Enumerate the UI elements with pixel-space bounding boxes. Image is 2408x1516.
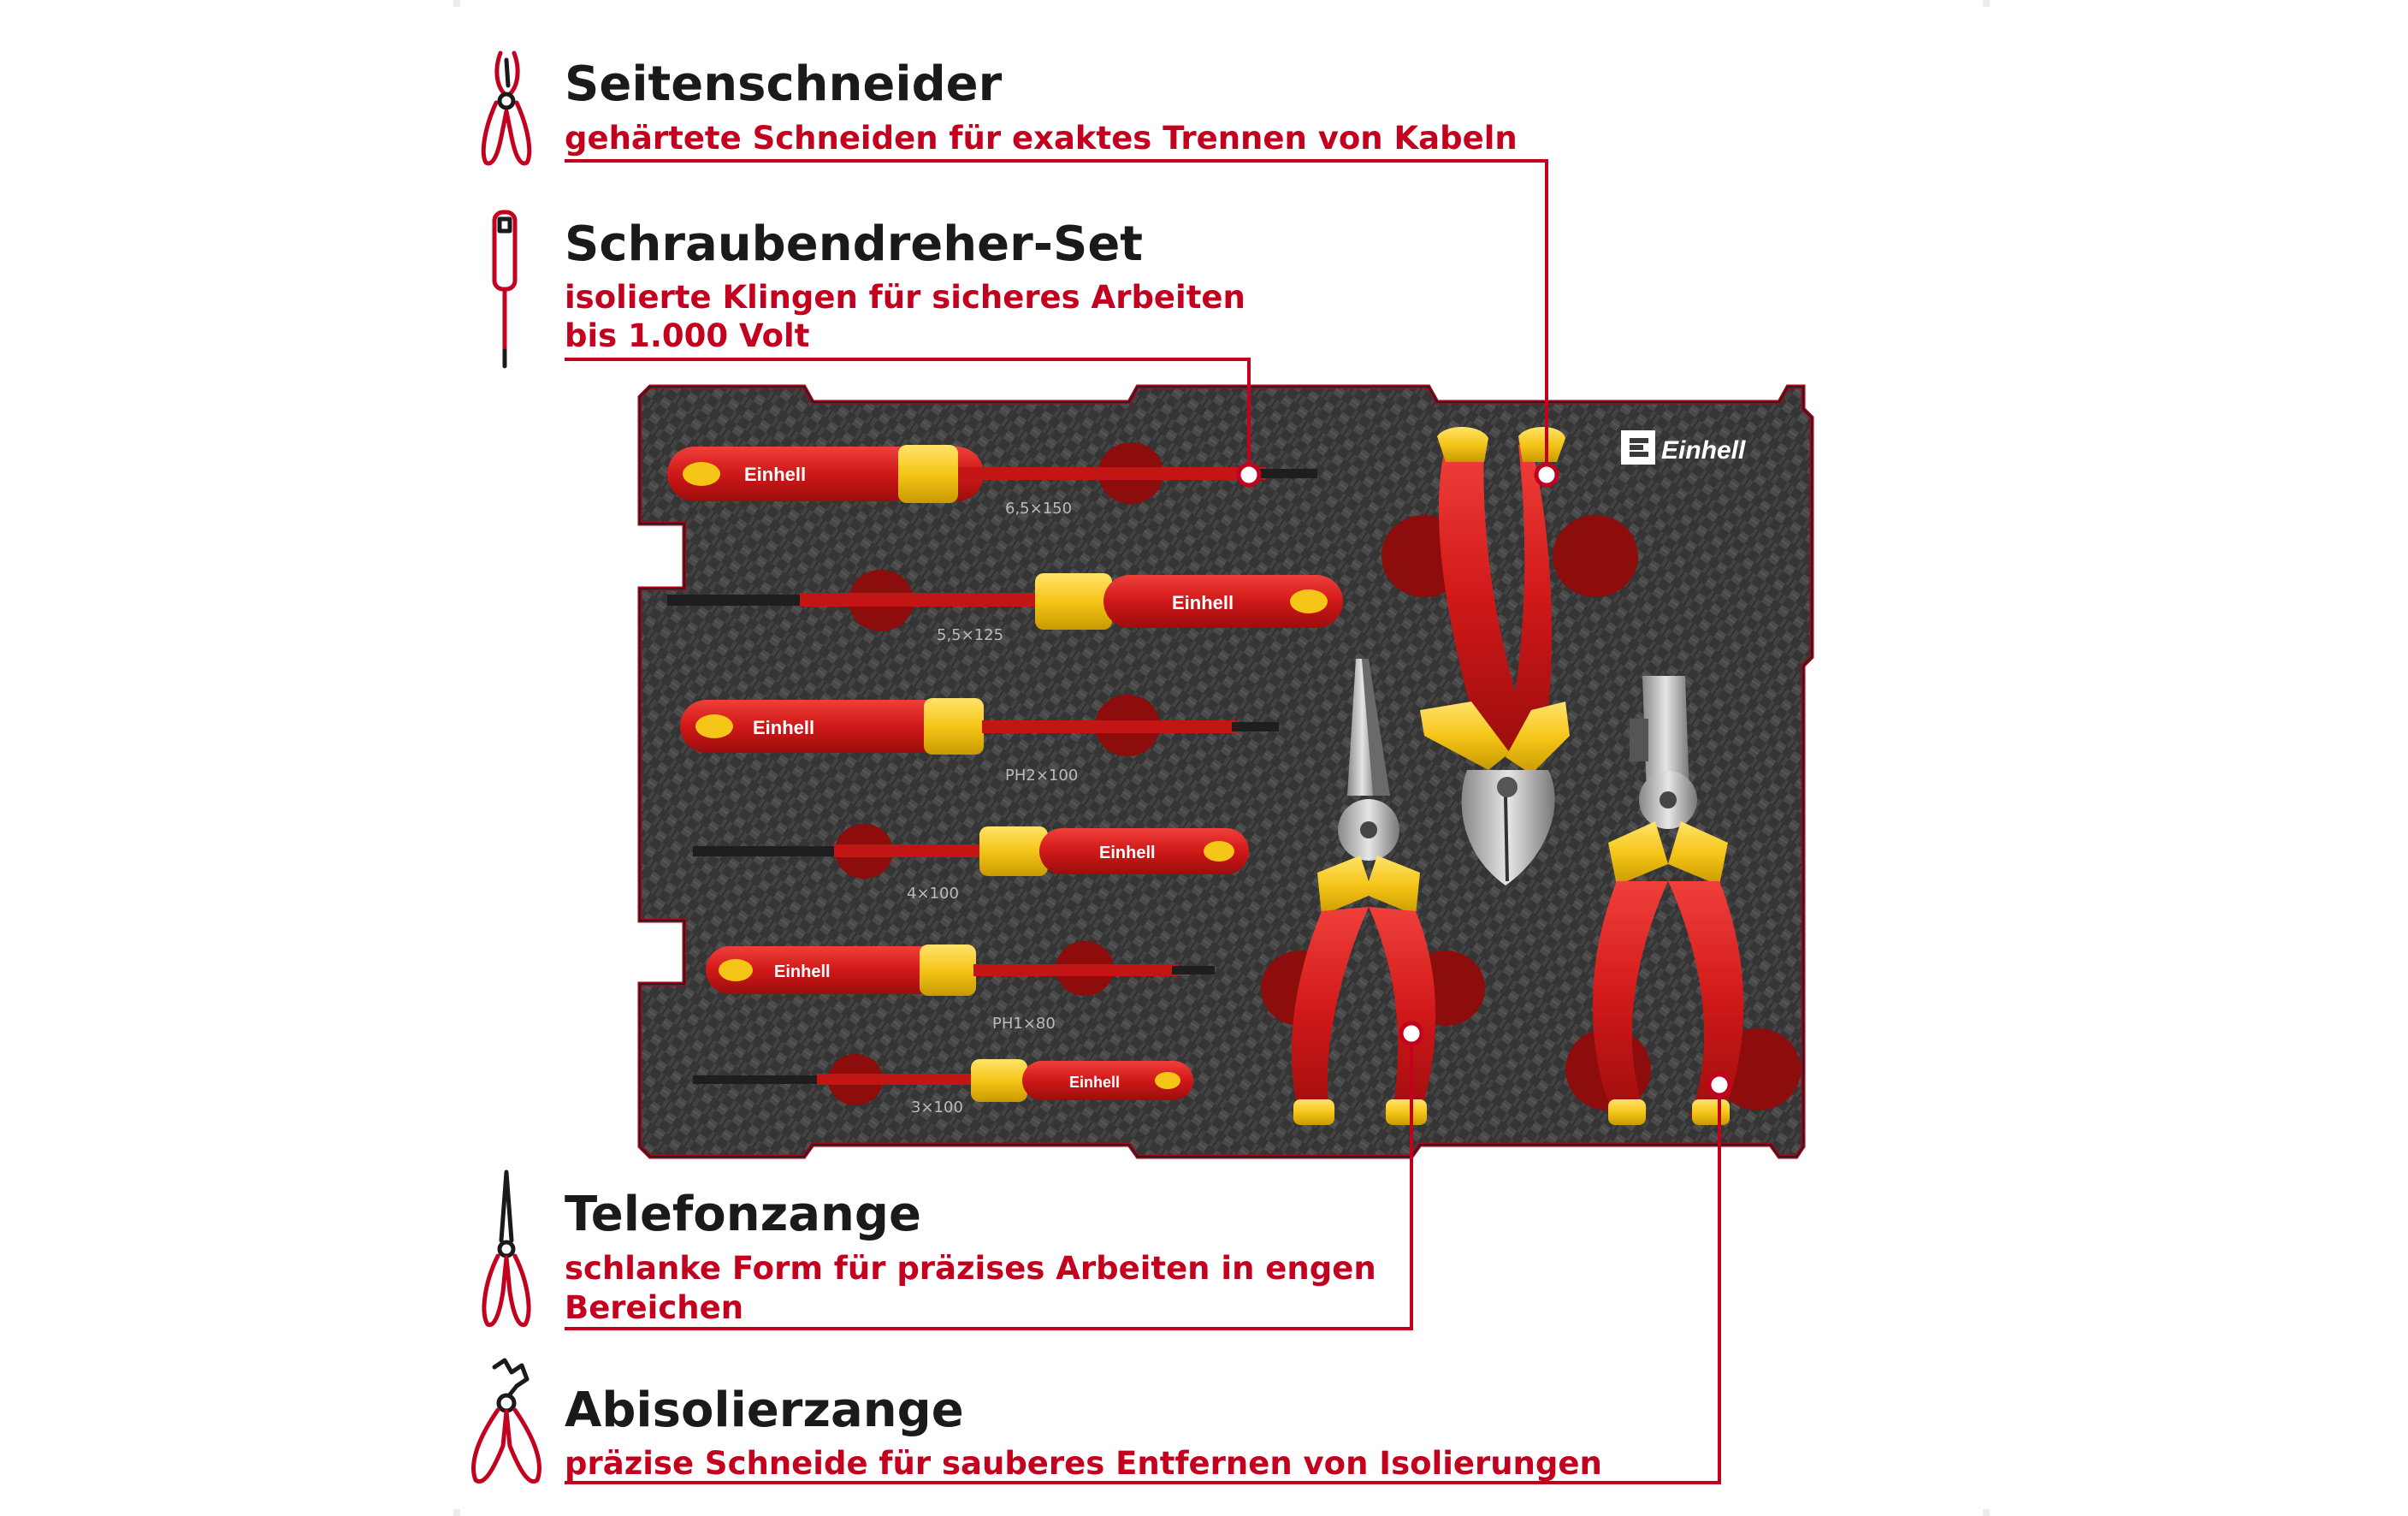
size-label: PH1×80 (992, 1015, 1056, 1033)
callout-dot (1399, 1021, 1424, 1046)
callout-side-cutter (565, 159, 1548, 467)
corner-mark (453, 0, 460, 7)
needle-nose-pliers-icon (482, 1170, 531, 1327)
screwdriver: Einhell PH1×80 (706, 941, 1215, 1033)
screwdriver-icon (492, 210, 518, 369)
feature-desc-screwdriver-set-line2: bis 1.000 Volt (565, 317, 810, 354)
callout-dot (1236, 462, 1262, 488)
handle-brand: Einhell (1069, 1074, 1120, 1091)
feature-desc-needle-nose-line2: Bereichen (565, 1289, 744, 1326)
feature-desc-wire-stripper: präzise Schneide für sauberes Entfernen … (565, 1445, 1602, 1482)
screwdriver: Einhell PH2×100 (680, 695, 1279, 785)
brand-wordmark: Einhell (1661, 436, 1746, 465)
callout-dots (1236, 462, 1732, 1098)
handle-brand: Einhell (753, 717, 814, 738)
feature-title-screwdriver-set: Schraubendreher-Set (565, 216, 1144, 272)
side-cutter (1381, 426, 1638, 885)
wire-stripper-icon (471, 1358, 541, 1484)
handle-brand: Einhell (744, 464, 806, 485)
feature-title-side-cutter: Seitenschneider (565, 56, 1003, 112)
screwdriver: Einhell 4×100 (693, 824, 1249, 903)
feature-title-needle-nose-pliers: Telefonzange (565, 1187, 921, 1242)
size-label: 5,5×125 (937, 626, 1003, 644)
einhell-logo: Einhell (1621, 430, 1746, 465)
corner-mark (1983, 1509, 1990, 1516)
screwdriver-set: Einhell 6,5×150 Einhell 5,5×125 (667, 442, 1343, 1116)
feature-desc-side-cutter: gehärtete Schneiden für exaktes Trennen … (565, 120, 1518, 157)
callout-dot (1534, 462, 1559, 488)
corner-mark (1983, 0, 1990, 7)
callout-wire-stripper (565, 1087, 1721, 1484)
feature-desc-screwdriver-set-line1: isolierte Klingen für sicheres Arbeiten (565, 279, 1245, 316)
handle-brand: Einhell (1099, 844, 1156, 862)
side-cutter-icon (481, 50, 532, 166)
needle-nose-pliers (1261, 659, 1485, 1125)
screwdriver: Einhell 5,5×125 (667, 570, 1343, 644)
feature-title-wire-stripper: Abisolierzange (565, 1383, 964, 1438)
size-label: 6,5×150 (1005, 500, 1072, 518)
size-label: 4×100 (907, 885, 959, 903)
screwdriver: Einhell 3×100 (693, 1054, 1193, 1116)
handle-brand: Einhell (774, 962, 831, 981)
size-label: PH2×100 (1005, 767, 1078, 785)
wire-stripper (1565, 676, 1801, 1125)
handle-brand: Einhell (1172, 592, 1234, 613)
callout-lines (565, 159, 1721, 1484)
corner-mark (453, 1509, 460, 1516)
callout-needle-nose (565, 1035, 1413, 1330)
callout-screwdriver (565, 358, 1251, 471)
size-label: 3×100 (911, 1099, 963, 1116)
screwdriver: Einhell 6,5×150 (667, 442, 1317, 518)
feature-desc-needle-nose-line1: schlanke Form für präzises Arbeiten in e… (565, 1250, 1376, 1287)
callout-dot (1707, 1072, 1732, 1098)
